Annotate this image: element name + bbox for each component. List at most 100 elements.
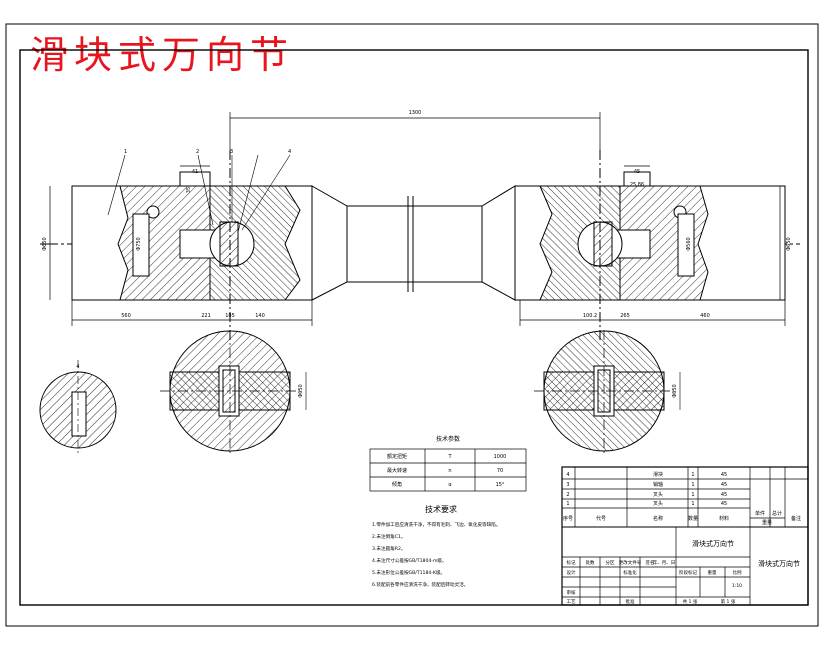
section-left-dim: Φ650 <box>298 384 304 397</box>
dim-top-right: 45 <box>634 169 640 175</box>
part-qty: 1 <box>691 501 694 507</box>
detail-view <box>39 360 117 455</box>
detail-dim: 4 <box>76 364 79 370</box>
label-standard: 标准化 <box>623 569 637 576</box>
dim-right-flange: 265 <box>620 313 630 319</box>
tech-req-title: 技术要求 <box>425 504 457 514</box>
dim-overall: 1300 <box>409 110 422 116</box>
dim-top-right-2: 25.86 <box>630 182 644 188</box>
part-no: 4 <box>566 472 569 478</box>
title-block-name: 滑块式万向节 <box>692 539 734 548</box>
part-qty: 1 <box>691 492 694 498</box>
section-right-dim: Φ650 <box>672 384 678 397</box>
section-right <box>534 330 681 455</box>
spec-name: 倾角 <box>392 481 402 488</box>
label-stage: 阶段标记 <box>679 569 697 576</box>
right-slider-block <box>593 221 613 267</box>
title-block-drawing-name: 滑块式万向节 <box>758 559 800 568</box>
balloon-labels: 1 2 3 4 <box>124 149 291 155</box>
part-material: 45 <box>721 501 727 507</box>
label-check: 审核 <box>567 589 576 596</box>
dim-right-body: 460 <box>700 313 710 319</box>
section-left <box>160 330 307 455</box>
spec-symbol: n <box>448 468 451 474</box>
main-view <box>40 150 800 340</box>
tech-req-item: 1.零件加工后应清洗干净，不得有毛刺、飞边、氧化皮等缺陷。 <box>372 521 500 528</box>
part-material: 45 <box>721 482 727 488</box>
part-name: 叉头 <box>653 491 663 498</box>
part-no: 1 <box>566 501 569 507</box>
header-material: 材料 <box>719 515 729 522</box>
parts-list-cells: 4 滑块 1 45 3 销轴 1 45 2 叉头 1 45 1 叉头 1 45 … <box>563 471 801 526</box>
balloon-2: 2 <box>196 149 199 155</box>
tech-req-item: 5.未注形位公差按GB/T1184-K级。 <box>372 569 445 576</box>
label-design: 设计 <box>567 569 576 576</box>
header-unit-weight: 单件 <box>755 510 765 517</box>
left-taper <box>311 185 348 301</box>
left-slider-block <box>219 221 239 267</box>
spec-name: 最大转速 <box>387 467 407 474</box>
dim-left-inner-diameter: Φ750 <box>136 237 142 250</box>
right-keyway <box>677 213 695 277</box>
dim-right-diameter: Φ650 <box>786 237 792 250</box>
balloon-1: 1 <box>124 149 127 155</box>
part-name: 滑块 <box>653 471 663 478</box>
spec-table-cells: 额定扭矩 T 1000 最大转速 n 70 倾角 α 15° <box>387 453 506 488</box>
part-name: 叉头 <box>653 500 663 507</box>
label-zone: 分区 <box>606 559 615 566</box>
label-approve: 批准 <box>626 598 635 605</box>
part-material: 45 <box>721 472 727 478</box>
spec-table-grid <box>369 448 527 492</box>
part-no: 3 <box>566 482 569 488</box>
part-material: 45 <box>721 492 727 498</box>
balloon-4: 4 <box>288 149 291 155</box>
left-bolt <box>146 205 160 219</box>
label-sign: 签名 <box>646 559 655 566</box>
outer-border <box>5 23 819 627</box>
label-mark: 标记 <box>567 559 576 566</box>
dim-top-left-2: 35 <box>186 187 192 193</box>
dim-top-left: 41 <box>192 169 198 175</box>
drawing-title: 滑块式万向节 <box>30 33 295 77</box>
label-count: 处数 <box>586 559 595 566</box>
inner-border <box>19 49 809 606</box>
main-dim-text: 1300 560 221 105 140 100.2 265 460 41 35… <box>42 110 792 319</box>
part-qty: 1 <box>691 482 694 488</box>
tech-req-list: 1.零件加工后应清洗干净，不得有毛刺、飞边、氧化皮等缺陷。 2.未注倒角C1。 … <box>372 521 500 588</box>
label-date: 年、月、日 <box>653 559 676 566</box>
part-name: 销轴 <box>653 481 663 488</box>
header-remark: 备注 <box>791 515 801 522</box>
dim-right-gap: 100.2 <box>583 313 597 319</box>
dim-right-inner-diameter: Φ560 <box>686 237 692 250</box>
header-total-weight: 总计 <box>772 510 782 517</box>
dim-left-gap: 221 <box>201 313 211 319</box>
spec-symbol: α <box>448 482 452 488</box>
balloon-leaders <box>107 154 291 233</box>
dim-left-flange: 140 <box>255 313 265 319</box>
header-code: 代号 <box>596 515 606 522</box>
left-keyway <box>132 213 150 277</box>
spec-value: 70 <box>497 468 503 474</box>
label-weight: 重量 <box>708 569 717 576</box>
right-top-boss <box>623 171 651 187</box>
part-no: 2 <box>566 492 569 498</box>
header-qty: 数量 <box>688 515 698 522</box>
header-name: 名称 <box>653 515 663 522</box>
label-scale: 比例 <box>733 569 742 576</box>
spec-value: 15° <box>496 482 505 488</box>
label-change-doc: 更改文件号 <box>619 559 642 566</box>
intermediate-shaft <box>346 205 483 283</box>
tech-req-item: 2.未注倒角C1。 <box>372 533 405 540</box>
dim-left-mid: 105 <box>225 313 235 319</box>
spec-table-title: 技术参数 <box>436 435 460 443</box>
sheets-total: 共 1 张 <box>683 598 698 605</box>
tech-req-item: 3.未注圆角R2。 <box>372 545 405 552</box>
tech-req-item: 4.未注尺寸公差按GB/T1804-m级。 <box>372 557 447 564</box>
dimension-lines <box>49 112 786 326</box>
sheet-number: 第 1 张 <box>721 598 736 605</box>
title-block-cells: 滑块式万向节 滑块式万向节 标记 处数 分区 更改文件号 签名 年、月、日 设计… <box>567 539 801 605</box>
dim-left-diameter: Φ650 <box>42 237 48 250</box>
part-qty: 1 <box>691 472 694 478</box>
